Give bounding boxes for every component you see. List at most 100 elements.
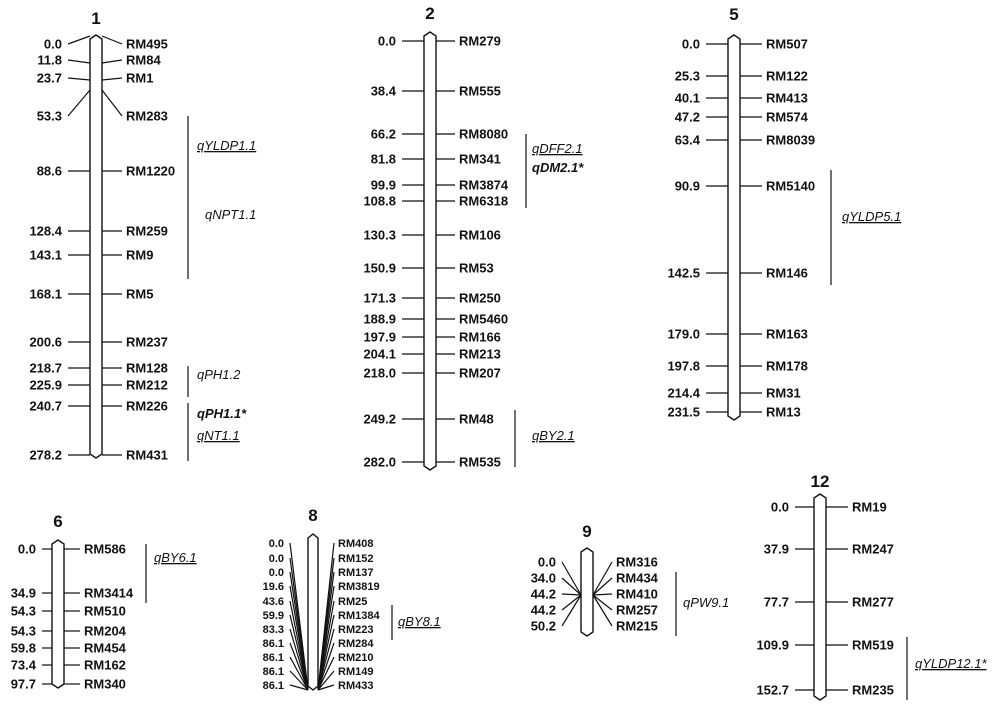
marker-position: 0.0 — [771, 500, 789, 515]
marker-name: RM431 — [126, 448, 168, 463]
marker-name: RM163 — [766, 327, 808, 342]
marker-name: RM259 — [126, 224, 168, 239]
marker-name: RM212 — [126, 378, 168, 393]
marker-position: 77.7 — [764, 595, 789, 610]
marker-position: 249.2 — [363, 412, 396, 427]
marker-position: 44.2 — [531, 587, 556, 602]
marker-position: 218.0 — [363, 366, 396, 381]
marker-position: 88.6 — [37, 164, 62, 179]
marker-name: RM235 — [852, 683, 894, 698]
chromosome-title: 9 — [582, 522, 591, 541]
marker-name: RM3819 — [338, 581, 380, 593]
marker-position: 37.9 — [764, 542, 789, 557]
marker-name: RM340 — [84, 677, 126, 692]
marker-tick-left — [561, 561, 582, 596]
marker-name: RM574 — [766, 110, 809, 125]
marker-name: RM178 — [766, 359, 808, 374]
chromosome-bar — [727, 34, 741, 421]
marker-position: 86.1 — [263, 638, 284, 650]
marker-name: RM204 — [84, 624, 127, 639]
marker-name: RM137 — [338, 567, 373, 579]
marker-name: RM1384 — [338, 610, 380, 622]
qtl-label: qDM2.1* — [532, 160, 584, 175]
marker-name: RM146 — [766, 266, 808, 281]
chromosome-title: 6 — [53, 512, 62, 531]
marker-name: RM250 — [459, 291, 501, 306]
qtl-label: qDFF2.1 — [532, 141, 583, 156]
chromosome-bar — [89, 34, 103, 459]
marker-name: RM316 — [616, 555, 658, 570]
chromosome-title: 1 — [91, 9, 100, 28]
marker-position: 90.9 — [675, 179, 700, 194]
marker-name: RM237 — [126, 335, 168, 350]
marker-tick-left — [289, 614, 309, 691]
marker-name: RM519 — [852, 638, 894, 653]
marker-position: 108.8 — [363, 194, 396, 209]
marker-tick-right — [592, 577, 613, 596]
marker-position: 0.0 — [18, 542, 36, 557]
marker-name: RM3414 — [84, 586, 134, 601]
marker-position: 86.1 — [263, 680, 284, 692]
marker-name: RM284 — [338, 638, 374, 650]
qtl-label: qBY8.1 — [398, 614, 441, 629]
marker-position: 0.0 — [269, 553, 284, 565]
marker-tick-right — [592, 594, 613, 611]
marker-tick-right — [317, 684, 335, 691]
chromosome-bar — [307, 533, 319, 691]
marker-tick-left — [67, 35, 91, 45]
marker-name: RM207 — [459, 366, 501, 381]
marker-name: RM162 — [84, 658, 126, 673]
marker-position: 200.6 — [29, 335, 62, 350]
marker-name: RM128 — [126, 361, 168, 376]
marker-name: RM586 — [84, 542, 126, 557]
marker-name: RM5140 — [766, 179, 815, 194]
marker-name: RM495 — [126, 37, 168, 52]
chromosome-bar — [423, 31, 437, 471]
qtl-label: qYLDP5.1 — [842, 209, 901, 224]
marker-tick-right — [317, 670, 335, 691]
marker-name: RM277 — [852, 595, 894, 610]
marker-name: RM106 — [459, 228, 501, 243]
marker-name: RM433 — [338, 680, 373, 692]
marker-name: RM223 — [338, 624, 373, 636]
marker-position: 109.9 — [756, 638, 789, 653]
marker-position: 66.2 — [371, 127, 396, 142]
marker-name: RM454 — [84, 641, 127, 656]
marker-name: RM257 — [616, 603, 658, 618]
marker-position: 0.0 — [682, 37, 700, 52]
marker-position: 47.2 — [675, 110, 700, 125]
chromosome-title: 5 — [729, 5, 738, 24]
marker-tick-left — [289, 628, 309, 691]
marker-name: RM507 — [766, 37, 808, 52]
marker-position: 231.5 — [667, 405, 700, 420]
marker-position: 0.0 — [538, 555, 556, 570]
marker-tick-right — [317, 642, 335, 691]
chromosome-bar — [813, 493, 827, 701]
marker-name: RM5460 — [459, 312, 508, 327]
marker-position: 54.3 — [11, 604, 36, 619]
marker-tick-left — [289, 684, 309, 691]
marker-position: 54.3 — [11, 624, 36, 639]
marker-position: 240.7 — [29, 399, 62, 414]
marker-tick-right — [101, 35, 123, 45]
marker-tick-left — [289, 642, 309, 691]
marker-tick-left — [561, 577, 582, 596]
marker-position: 171.3 — [363, 291, 396, 306]
chromosome-bar — [51, 539, 65, 689]
marker-name: RM341 — [459, 152, 501, 167]
marker-name: RM279 — [459, 34, 501, 49]
marker-tick-left — [67, 89, 91, 117]
qtl-label: qBY6.1 — [154, 550, 197, 565]
marker-tick-right — [317, 656, 335, 691]
marker-tick-right — [592, 594, 613, 627]
marker-tick-left — [289, 670, 309, 691]
marker-tick-right — [592, 593, 613, 596]
marker-tick-left — [67, 77, 91, 81]
marker-position: 34.0 — [531, 571, 556, 586]
chromosome-bar — [580, 547, 594, 637]
marker-name: RM9 — [126, 248, 153, 263]
marker-tick-right — [317, 628, 335, 691]
marker-name: RM434 — [616, 571, 659, 586]
